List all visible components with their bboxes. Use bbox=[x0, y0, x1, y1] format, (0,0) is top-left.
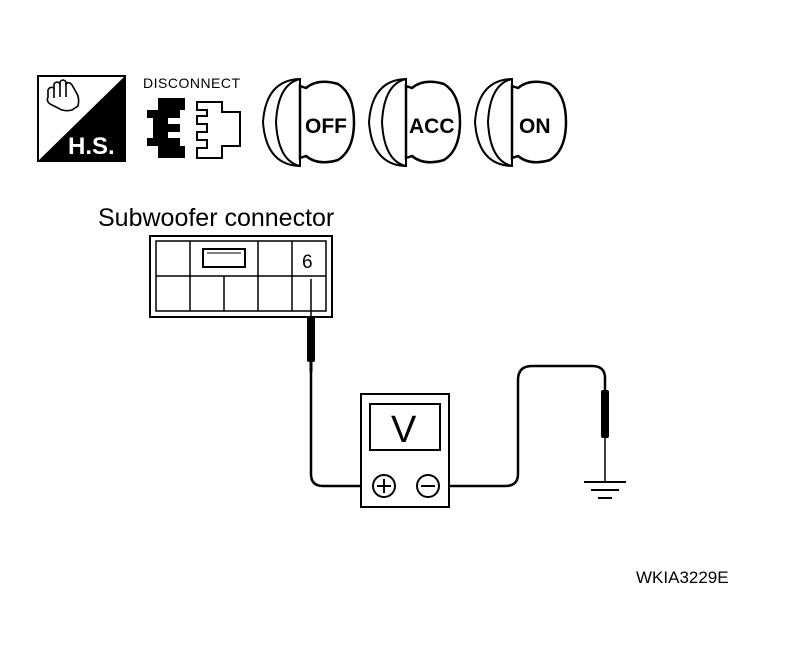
connector-half-dark bbox=[147, 98, 185, 158]
terminal-number: 6 bbox=[302, 252, 313, 273]
ignition-acc-icon: ACC bbox=[367, 77, 462, 168]
voltmeter-display bbox=[369, 403, 441, 451]
negative-probe bbox=[601, 390, 609, 482]
voltmeter: V bbox=[360, 393, 450, 508]
connector-title: Subwoofer connector bbox=[98, 204, 334, 232]
disconnect-label: DISCONNECT bbox=[143, 75, 241, 91]
ignition-off-label: OFF bbox=[305, 115, 347, 138]
hs-label: H.S. bbox=[68, 133, 115, 160]
plus-terminal-icon bbox=[372, 474, 396, 498]
ignition-on-icon: ON bbox=[473, 77, 568, 168]
harness-sensor-icon: H.S. bbox=[37, 75, 126, 162]
ignition-acc-label: ACC bbox=[409, 115, 455, 138]
hand-icon bbox=[46, 79, 80, 112]
positive-probe bbox=[307, 279, 315, 372]
ground-icon bbox=[584, 481, 626, 499]
ignition-on-label: ON bbox=[519, 115, 551, 138]
connector-latch bbox=[202, 248, 246, 268]
disconnect-icon: DISCONNECT bbox=[143, 75, 241, 159]
minus-terminal-icon bbox=[416, 474, 440, 498]
ignition-off-icon: OFF bbox=[261, 77, 356, 168]
figure-code: WKIA3229E bbox=[636, 568, 729, 587]
connector-half-light bbox=[196, 101, 241, 159]
subwoofer-connector: 6 bbox=[149, 235, 333, 318]
voltmeter-symbol: V bbox=[391, 409, 417, 451]
negative-lead-wire bbox=[439, 364, 607, 488]
positive-lead-wire bbox=[309, 372, 373, 488]
